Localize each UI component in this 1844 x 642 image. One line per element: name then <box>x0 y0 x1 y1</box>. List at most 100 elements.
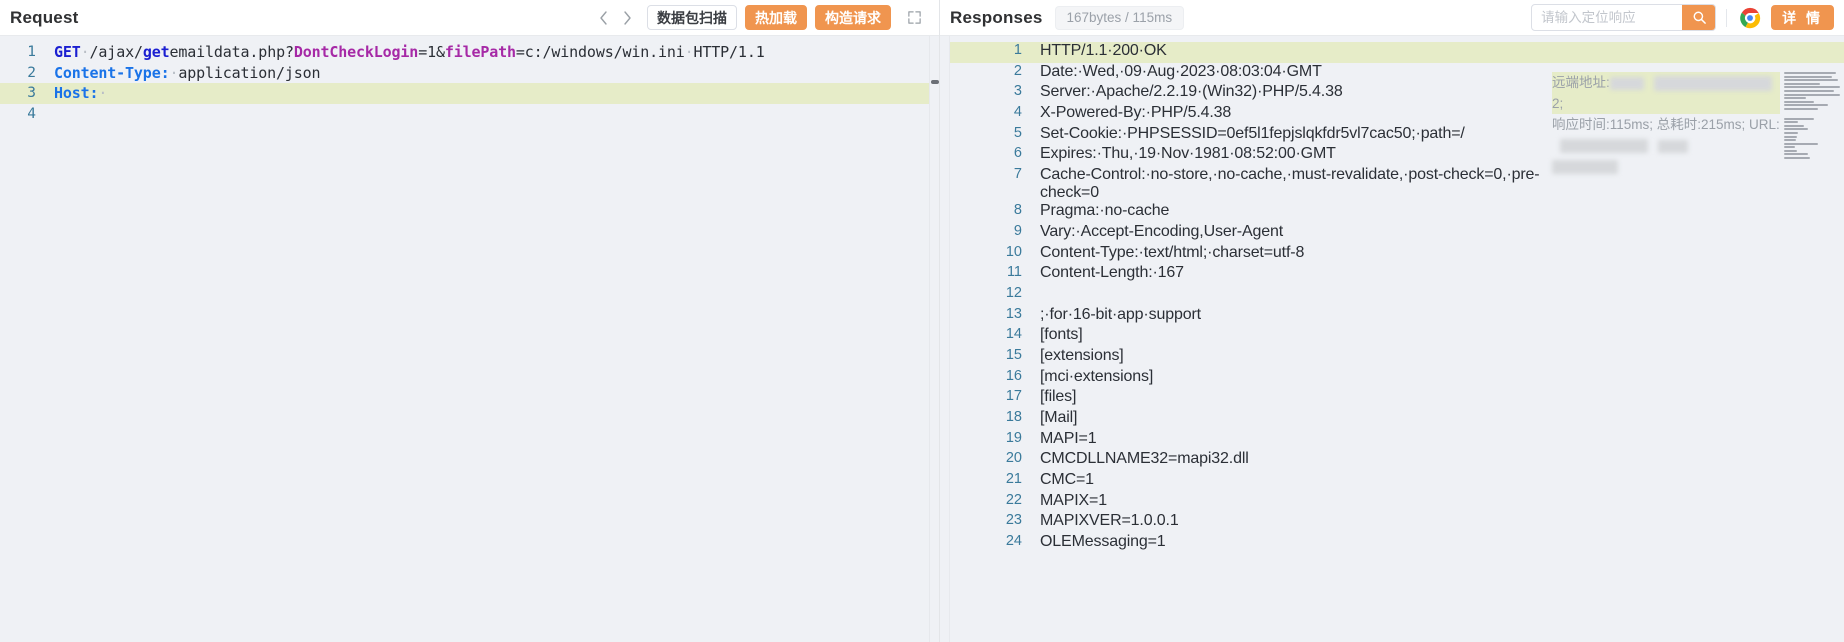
minimap-line <box>1784 104 1828 107</box>
build-request-button[interactable]: 构造请求 <box>815 5 891 30</box>
packet-scan-button[interactable]: 数据包扫描 <box>647 5 737 30</box>
line-number: 5 <box>1013 124 1022 141</box>
response-code-line: 24 OLEMessaging=1 <box>950 533 1844 554</box>
response-code-line: 19 MAPI=1 <box>950 430 1844 451</box>
response-search-input[interactable] <box>1532 5 1683 30</box>
line-content[interactable]: Vary:·Accept-Encoding,User-Agent <box>1040 222 1284 240</box>
response-code-line: 23 MAPIXVER=1.0.0.1 <box>950 512 1844 533</box>
request-horizontal-scrollbar[interactable] <box>0 633 921 642</box>
minimap-line <box>1784 128 1808 131</box>
request-code-line: 2 Content-Type:·application/json <box>0 63 939 84</box>
minimap-line <box>1784 72 1836 74</box>
chrome-browser-icon[interactable] <box>1739 7 1761 29</box>
code-token: filePath <box>444 43 516 61</box>
minimap-line <box>1784 93 1840 96</box>
line-number: 14 <box>1005 326 1022 343</box>
line-content[interactable]: Content-Length:·167 <box>1040 264 1184 282</box>
response-search-box[interactable] <box>1531 4 1717 31</box>
line-content[interactable]: Content-Type:·application/json <box>54 63 939 84</box>
line-content[interactable]: Expires:·Thu,·19·Nov·1981·08:52:00·GMT <box>1040 145 1336 163</box>
response-search-button[interactable] <box>1682 5 1716 30</box>
toolbar-divider <box>1726 8 1728 27</box>
line-content[interactable]: [mci·extensions] <box>1040 367 1154 385</box>
hot-reload-button[interactable]: 热加载 <box>745 5 807 30</box>
line-number: 19 <box>1005 429 1022 446</box>
line-content[interactable]: Host:· <box>54 83 939 104</box>
expand-fullscreen-icon <box>907 11 921 24</box>
request-panel-title: Request <box>10 7 79 27</box>
line-number: 4 <box>27 106 36 123</box>
line-content[interactable]: Server:·Apache/2.2.19·(Win32)·PHP/5.4.38 <box>1040 83 1343 101</box>
response-size-time-badge: 167bytes / 115ms <box>1054 5 1185 30</box>
response-code-line: 14 [fonts] <box>950 326 1844 347</box>
line-content[interactable]: Date:·Wed,·09·Aug·2023·08:03:04·GMT <box>1040 62 1322 80</box>
response-panel: Responses 167bytes / 115ms <box>940 0 1844 642</box>
code-token: · <box>98 84 108 103</box>
line-content[interactable]: [extensions] <box>1040 346 1124 364</box>
request-code-line: 3 Host:· <box>0 83 939 105</box>
line-content[interactable]: ;·for·16-bit·app·support <box>1040 305 1201 323</box>
line-number: 13 <box>1005 305 1022 322</box>
code-token: emaildata.php? <box>169 43 294 61</box>
minimap-line <box>1784 146 1795 149</box>
minimap-line <box>1784 86 1840 89</box>
line-number: 9 <box>1013 222 1022 239</box>
line-content[interactable]: CMCDLLNAME32=mapi32.dll <box>1040 450 1249 468</box>
request-expand-button[interactable] <box>901 5 927 31</box>
line-number: 18 <box>1005 409 1022 425</box>
request-vertical-scrollbar[interactable] <box>929 36 939 642</box>
request-scroll-thumb[interactable] <box>931 80 939 84</box>
code-token: · <box>684 43 694 61</box>
code-token: Host: <box>54 84 99 103</box>
code-token: HTTP/1.1 <box>693 43 765 61</box>
minimap-line <box>1784 139 1796 142</box>
line-content[interactable]: [Mail] <box>1040 409 1078 426</box>
line-number: 1 <box>27 44 36 60</box>
line-number: 23 <box>1005 512 1022 529</box>
line-number: 21 <box>1005 471 1022 488</box>
response-code-line: 17 [files] <box>950 388 1844 409</box>
line-number: 24 <box>1005 533 1022 550</box>
line-content[interactable]: Set-Cookie:·PHPSESSID=0ef5l1fepjslqkfdr5… <box>1040 124 1465 142</box>
line-content[interactable]: HTTP/1.1·200·OK <box>1040 42 1167 59</box>
line-content[interactable]: Cache-Control:·no-store,·no-cache,·must-… <box>1040 166 1540 202</box>
line-content[interactable]: CMC=1 <box>1040 471 1094 489</box>
minimap-gap <box>1784 112 1842 118</box>
code-token: GET <box>54 43 81 61</box>
minimap-line <box>1784 79 1838 82</box>
code-token: /ajax/ <box>89 43 143 61</box>
line-content[interactable]: MAPIX=1 <box>1040 491 1107 509</box>
line-number: 17 <box>1005 388 1022 405</box>
line-content[interactable]: Content-Type:·text/html;·charset=utf-8 <box>1040 243 1305 261</box>
line-content[interactable]: GET·/ajax/getemaildata.php?DontCheckLogi… <box>54 42 939 63</box>
line-content[interactable]: X-Powered-By:·PHP/5.4.38 <box>1040 104 1232 122</box>
response-code-line: 9 Vary:·Accept-Encoding,User-Agent <box>950 223 1844 244</box>
line-number: 3 <box>27 85 36 102</box>
line-content[interactable]: MAPI=1 <box>1040 429 1097 447</box>
chevron-left-icon <box>599 10 607 25</box>
response-left-rail[interactable] <box>940 36 950 642</box>
response-minimap[interactable] <box>1784 72 1842 182</box>
line-content[interactable]: [files] <box>1040 388 1077 406</box>
line-content[interactable]: MAPIXVER=1.0.0.1 <box>1040 512 1179 530</box>
line-content[interactable]: Pragma:·no-cache <box>1040 202 1170 220</box>
line-number: 2 <box>27 64 36 81</box>
minimap-line <box>1784 124 1804 127</box>
response-code-line: 12 <box>950 285 1844 306</box>
line-content[interactable]: [fonts] <box>1040 326 1083 344</box>
line-content[interactable]: OLEMessaging=1 <box>1040 533 1166 551</box>
detail-button[interactable]: 详 情 <box>1771 5 1834 30</box>
next-request-button[interactable] <box>615 5 639 31</box>
code-token: · <box>169 63 179 82</box>
prev-request-button[interactable] <box>591 5 615 31</box>
